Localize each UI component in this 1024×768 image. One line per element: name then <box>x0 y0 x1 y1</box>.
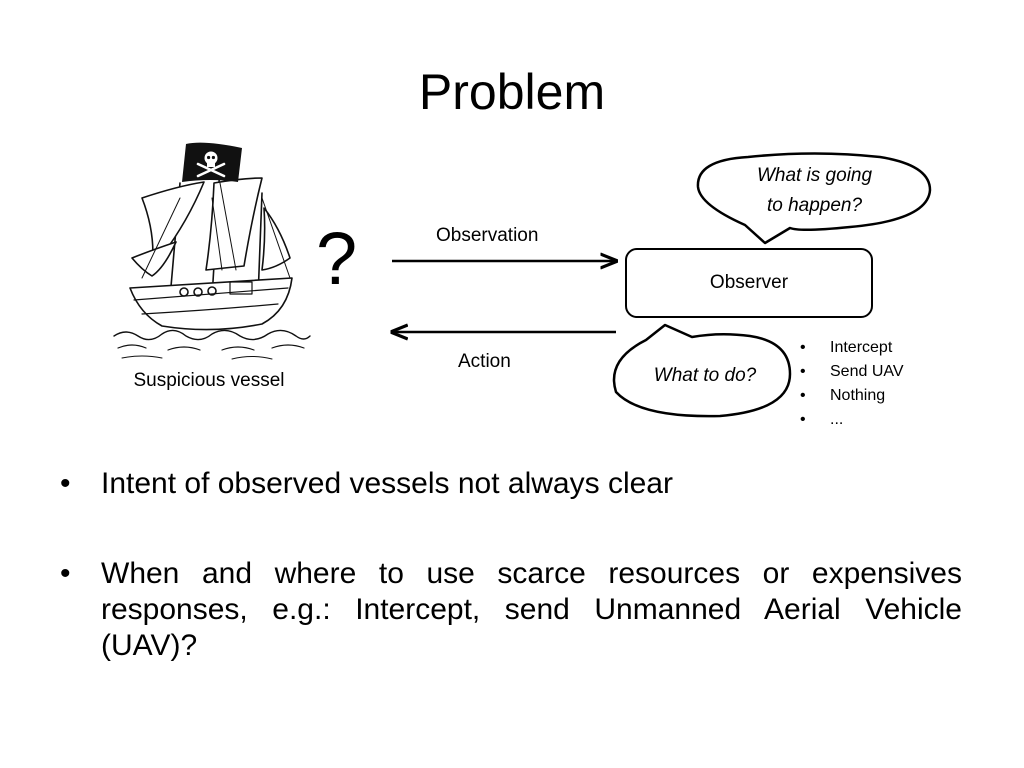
vessel-label: Suspicious vessel <box>133 370 285 391</box>
observer-label: Observer <box>709 272 789 293</box>
option-item: Send UAV <box>800 360 904 384</box>
action-bubble-text: What to do? <box>653 365 757 386</box>
slide-title: Problem <box>418 64 606 120</box>
option-item: Nothing <box>800 384 904 408</box>
thought-line-1: What is going <box>756 165 873 186</box>
pirate-ship-illustration <box>113 142 311 360</box>
skull-flag-icon <box>182 142 242 182</box>
thought-bubble-text: What is going to happen? <box>712 161 917 221</box>
options-list: Intercept Send UAV Nothing ... <box>800 336 904 432</box>
observer-box: Observer <box>625 248 873 318</box>
bullet-item: When and where to use scarce resources o… <box>58 556 962 664</box>
option-item: ... <box>800 408 904 432</box>
action-label: Action <box>458 351 511 372</box>
question-mark: ? <box>316 217 358 300</box>
bullet-list: Intent of observed vessels not always cl… <box>58 466 962 664</box>
observation-label: Observation <box>436 225 539 246</box>
bullet-item: Intent of observed vessels not always cl… <box>58 466 962 502</box>
thought-line-2: to happen? <box>766 195 863 216</box>
option-item: Intercept <box>800 336 904 360</box>
